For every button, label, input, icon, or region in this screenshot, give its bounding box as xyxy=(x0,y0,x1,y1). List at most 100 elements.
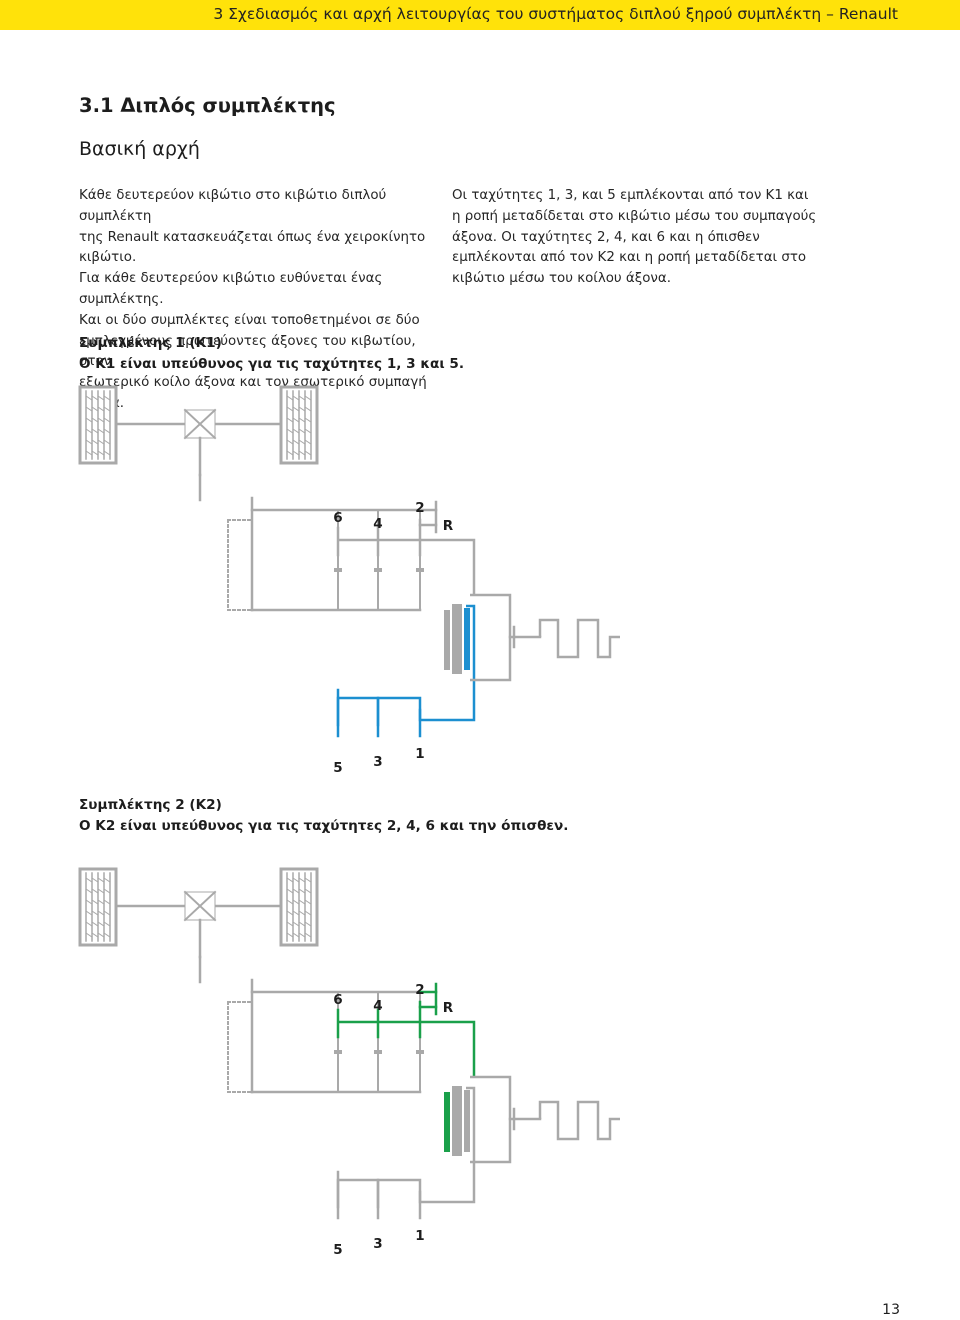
gear-label-bottom: 5 xyxy=(333,1242,342,1258)
tread-mark xyxy=(103,932,111,938)
gear-label-top: 4 xyxy=(373,516,382,532)
tread-mark xyxy=(85,899,93,905)
tread-mark xyxy=(286,417,294,423)
tread-mark xyxy=(304,877,312,883)
tread-mark xyxy=(292,439,300,445)
tread-mark xyxy=(85,888,93,894)
tread-mark xyxy=(97,899,105,905)
tread-mark xyxy=(298,395,306,401)
gear-label-bottom: 3 xyxy=(373,754,382,770)
gear-tooth xyxy=(416,1050,424,1054)
tread-mark xyxy=(286,428,294,434)
gear-label-top: 6 xyxy=(333,992,342,1008)
tread-mark xyxy=(91,888,99,894)
clutch1-description: Ο K1 είναι υπεύθυνος για τις ταχύτητες 1… xyxy=(79,356,465,372)
tread-mark xyxy=(85,428,93,434)
gear-label-bottom: 5 xyxy=(333,760,342,776)
tread-mark xyxy=(292,417,300,423)
clutch1-heading: Συμπλέκτης 1 (K1) xyxy=(79,335,222,351)
gear-label-top: 4 xyxy=(373,998,382,1014)
tread-mark xyxy=(298,899,306,905)
tread-mark xyxy=(298,406,306,412)
tread-mark xyxy=(304,910,312,916)
page-number: 13 xyxy=(882,1302,900,1318)
tread-mark xyxy=(85,417,93,423)
solid-shaft xyxy=(338,604,476,722)
gear-label-top: R xyxy=(443,1000,454,1016)
tread-mark xyxy=(85,439,93,445)
tread-mark xyxy=(286,395,294,401)
tread-mark xyxy=(292,899,300,905)
tread-mark xyxy=(97,888,105,894)
section-title: 3.1 Διπλός συμπλέκτης xyxy=(79,94,336,117)
wheel-rim xyxy=(79,868,117,946)
clutch-k1-plate xyxy=(464,608,470,670)
tread-mark xyxy=(85,406,93,412)
tread-mark xyxy=(103,910,111,916)
text-line: εμπλέκονται από τον K2 και η ροπή μεταδί… xyxy=(452,250,807,266)
tread-mark xyxy=(91,877,99,883)
differential-cross xyxy=(183,890,217,922)
text-line: Για κάθε δευτερεύον κιβώτιο ευθύνεται έν… xyxy=(79,271,383,307)
text-line: Οι ταχύτητες 1, 3, και 5 εμπλέκονται από… xyxy=(452,188,809,203)
tread-mark xyxy=(103,428,111,434)
tread-mark xyxy=(286,888,294,894)
tread-mark xyxy=(97,428,105,434)
tread-mark xyxy=(292,406,300,412)
tread-mark xyxy=(85,395,93,401)
hollow-shaft xyxy=(338,538,476,594)
tread-mark xyxy=(304,888,312,894)
gear-label-top: 2 xyxy=(415,500,424,516)
gear-tooth xyxy=(416,568,424,572)
gear-label-bottom: 3 xyxy=(373,1236,382,1252)
tread-mark xyxy=(97,450,105,456)
header-bar: 3 Σχεδιασμός και αρχή λειτουργίας του συ… xyxy=(0,0,960,30)
tread-mark xyxy=(304,899,312,905)
clutch2-heading: Συμπλέκτης 2 (K2) xyxy=(79,797,222,813)
clutch-housing xyxy=(470,1075,512,1164)
text-line: κιβώτιο μέσω του κοίλου άξονα. xyxy=(452,271,671,287)
tread-mark xyxy=(103,877,111,883)
tread-mark xyxy=(97,910,105,916)
wheel-rim xyxy=(79,386,117,464)
tread-mark xyxy=(304,932,312,938)
clutch-k1-plate xyxy=(464,1090,470,1152)
clutch2-description: Ο K2 είναι υπεύθυνος για τις ταχύτητες 2… xyxy=(79,818,569,834)
tread-mark xyxy=(292,910,300,916)
tread-mark xyxy=(298,910,306,916)
text-line: Και οι δύο συμπλέκτες είναι τοποθετημένο… xyxy=(79,312,420,328)
header-title: 3 Σχεδιασμός και αρχή λειτουργίας του συ… xyxy=(213,5,898,23)
tread-mark xyxy=(292,395,300,401)
hollow-shaft xyxy=(338,1020,476,1076)
tread-mark xyxy=(103,899,111,905)
tread-mark xyxy=(304,921,312,927)
section-subtitle: Βασική αρχή xyxy=(79,138,200,160)
tread-mark xyxy=(97,417,105,423)
clutch1-caption: Συμπλέκτης 1 (K1) Ο K1 είναι υπεύθυνος γ… xyxy=(79,333,464,375)
differential-cross xyxy=(183,408,217,440)
right-column-text: Οι ταχύτητες 1, 3, και 5 εμπλέκονται από… xyxy=(452,186,844,290)
left-column-text: Κάθε δευτερεύον κιβώτιο στο κιβώτιο διπλ… xyxy=(79,186,449,415)
tread-mark xyxy=(286,899,294,905)
tread-mark xyxy=(85,921,93,927)
clutch2-caption: Συμπλέκτης 2 (K2) Ο K2 είναι υπεύθυνος γ… xyxy=(79,795,568,837)
tread-mark xyxy=(103,417,111,423)
tread-mark xyxy=(298,428,306,434)
clutch-plate xyxy=(452,604,462,674)
tread-mark xyxy=(91,406,99,412)
tread-mark xyxy=(286,921,294,927)
tread-mark xyxy=(103,921,111,927)
tread-mark xyxy=(91,932,99,938)
tread-mark xyxy=(286,910,294,916)
gear-tooth xyxy=(334,1050,342,1054)
tread-mark xyxy=(298,921,306,927)
tread-mark xyxy=(304,395,312,401)
gear-label-top: R xyxy=(443,518,454,534)
gear-label-bottom: 1 xyxy=(415,1228,424,1244)
tread-mark xyxy=(304,439,312,445)
gear-label-top: 6 xyxy=(333,510,342,526)
tread-mark xyxy=(97,395,105,401)
tread-mark xyxy=(292,921,300,927)
tread-mark xyxy=(286,406,294,412)
tread-mark xyxy=(103,450,111,456)
